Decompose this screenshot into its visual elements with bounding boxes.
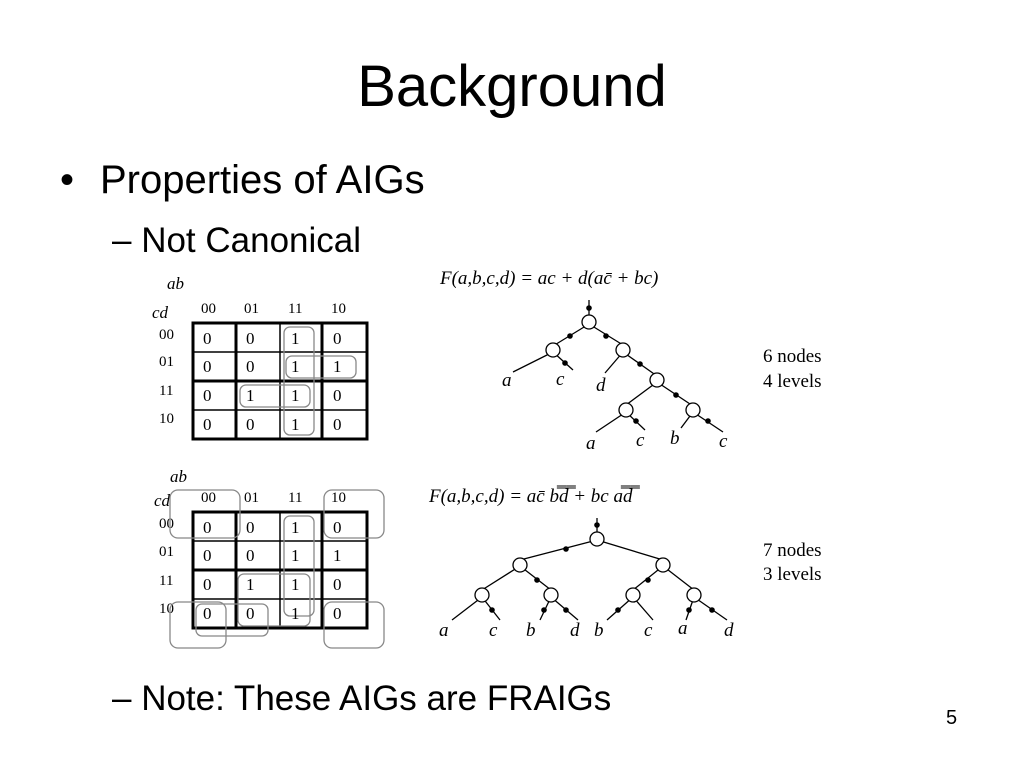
kmap-1-cell: 1: [291, 329, 300, 348]
kmap-2-row-header: 11: [159, 573, 173, 589]
graph-2-leaf: b: [594, 620, 604, 641]
kmap-2-grid: [191, 510, 369, 630]
kmap-1-cell: 0: [203, 386, 212, 405]
graph-1-formula: F(a,b,c,d) = ac + d(ac̄ + bc): [439, 268, 658, 289]
graph-1-leaf: b: [670, 428, 680, 449]
kmap-1-cell: 0: [246, 357, 255, 376]
kmap-1-col-header: 11: [288, 301, 302, 317]
kmap-1-cell: 1: [291, 415, 300, 434]
graph-2-leaf: a: [678, 618, 688, 639]
kmap-2-cells: 0 0 1 0 0 0 1 1 0 1 1 0 0 0 1 0: [203, 518, 342, 623]
kmap-2-cell: 1: [291, 604, 300, 623]
kmap-2-cell: 0: [203, 575, 212, 594]
graph-1-leaf: a: [502, 370, 512, 391]
kmap-2-col-var: cd: [154, 491, 171, 510]
kmap-2-cell: 1: [333, 546, 342, 565]
kmap-1-col-header: 00: [201, 301, 216, 317]
kmap-1-col-header: 01: [244, 301, 259, 317]
kmap-2-cell: 0: [203, 518, 212, 537]
graph-1-leaf: a: [586, 433, 596, 454]
kmap-1-cell: 0: [203, 415, 212, 434]
graph-2-formula: F(a,b,c,d) = ac̄ b̿d̿ + bc a̿d̿: [428, 485, 640, 507]
graph-2-leaf: c: [489, 620, 498, 641]
graph-2-edges: [451, 518, 728, 621]
graph-1-leaf: c: [636, 430, 645, 451]
kmap-2-cell: 1: [291, 575, 300, 594]
graph-2-inverter-dots: [489, 522, 715, 613]
kmap-1-cell: 0: [333, 329, 342, 348]
graph-1-leaf: c: [556, 369, 565, 390]
graph-2-leaf: b: [526, 620, 536, 641]
kmap-1-cells: 0 0 1 0 0 0 1 1 0 1 1 0 0 0 1 0: [203, 329, 342, 434]
kmap-2-cell: 0: [246, 546, 255, 565]
kmap-1-row-header: 10: [159, 411, 174, 427]
graph-2-leaves: a c b d b c a d: [439, 618, 734, 641]
page-number: 5: [946, 707, 958, 729]
graph-1-and-nodes: [545, 314, 701, 418]
kmap-1-row-header: 01: [159, 354, 174, 370]
kmap-2-cell: 0: [333, 575, 342, 594]
kmap-2-cell: 1: [246, 575, 255, 594]
kmap-1-groupings: [239, 326, 357, 436]
graph-1-inverter-dots: [562, 305, 711, 424]
kmap-1-row-header: 11: [159, 383, 173, 399]
kmap-1-cell: 1: [333, 357, 342, 376]
kmap-1-cell: 1: [291, 357, 300, 376]
sub-bullet-note: – Note: These AIGs are FRAIGs: [112, 679, 612, 718]
kmap-2-cell: 0: [246, 604, 255, 623]
kmap-2-row-header: 00: [159, 516, 174, 532]
graph-2-and-nodes: [474, 531, 702, 603]
graph-2-level-count: 3 levels: [763, 564, 822, 585]
graph-1-level-count: 4 levels: [763, 371, 822, 392]
kmap-2-row-var: ab: [170, 467, 187, 486]
kmap-1-col-header: 10: [331, 301, 346, 317]
kmap-1-row-header: 00: [159, 327, 174, 343]
graph-1-leaf: c: [719, 431, 728, 452]
kmap-2-row-header: 01: [159, 544, 174, 560]
aig-graph-2: F(a,b,c,d) = ac̄ b̿d̿ + bc a̿d̿: [428, 485, 822, 641]
graph-2-leaf: d: [724, 620, 734, 641]
kmap-2-cell: 0: [246, 518, 255, 537]
kmap-2-col-header: 00: [201, 490, 216, 506]
kmap-1-cell: 0: [333, 415, 342, 434]
kmap-1-grid: [191, 321, 369, 441]
kmap-2-col-header: 10: [331, 490, 346, 506]
kmap-1-cell: 0: [203, 357, 212, 376]
kmap-2: ab cd 00 01 11 10 00 01 11 10 0: [154, 467, 385, 649]
graph-1-node-count: 6 nodes: [763, 346, 822, 367]
graph-1-leaf: d: [596, 375, 606, 396]
graph-2-leaf: a: [439, 620, 449, 641]
slide-title: Background: [357, 54, 667, 119]
kmap-2-cell: 0: [203, 546, 212, 565]
kmap-1-col-var: cd: [152, 303, 169, 322]
kmap-2-groupings: [169, 489, 385, 649]
bullet-text: Properties of AIGs: [100, 158, 425, 202]
aig-graph-1: F(a,b,c,d) = ac + d(ac̄ + bc): [439, 268, 822, 454]
kmap-1-cell: 0: [246, 329, 255, 348]
kmap-2-cell: 1: [291, 518, 300, 537]
kmap-1: ab cd 00 01 11 10 00 01 11 10 0 0 1 0 0: [152, 274, 369, 441]
kmap-2-cell: 0: [333, 604, 342, 623]
kmap-2-col-header: 11: [288, 490, 302, 506]
kmap-1-cell: 0: [333, 386, 342, 405]
kmap-2-cell: 1: [291, 546, 300, 565]
kmap-2-cell: 0: [203, 604, 212, 623]
sub-bullet-not-canonical: – Not Canonical: [112, 221, 362, 260]
bullet-properties: • Properties of AIGs: [60, 156, 425, 204]
kmap-1-cell: 1: [246, 386, 255, 405]
kmap-2-row-header: 10: [159, 601, 174, 617]
kmap-1-row-var: ab: [167, 274, 184, 293]
graph-2-leaf: c: [644, 620, 653, 641]
graph-2-node-count: 7 nodes: [763, 540, 822, 561]
bullet-dot: •: [60, 158, 75, 202]
kmap-1-cell: 1: [291, 386, 300, 405]
graph-1-leaves: a c d a c b c: [502, 369, 728, 454]
kmap-2-col-header: 01: [244, 490, 259, 506]
graph-2-leaf: d: [570, 620, 580, 641]
kmap-2-cell: 0: [333, 518, 342, 537]
kmap-1-cell: 0: [203, 329, 212, 348]
kmap-1-cell: 0: [246, 415, 255, 434]
